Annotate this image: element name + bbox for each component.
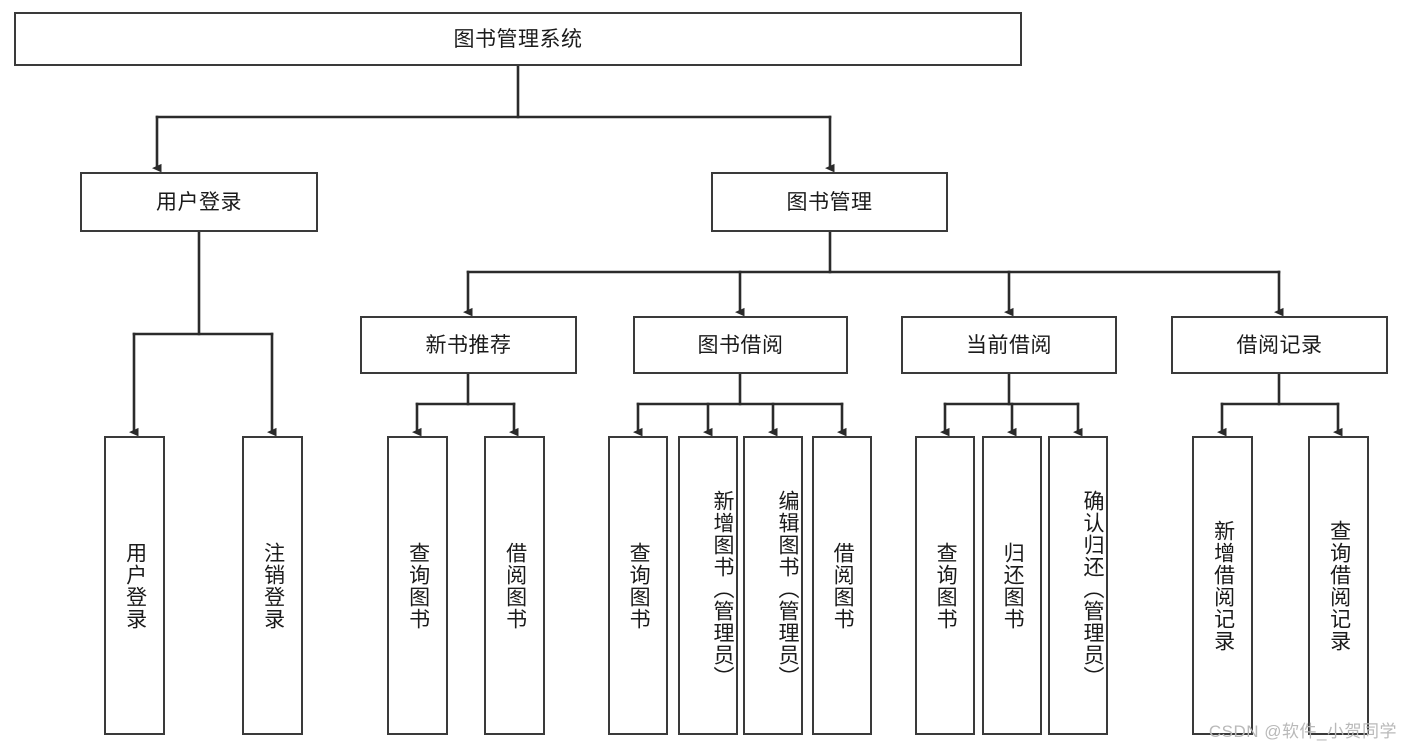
leaf-current-borrow-query[interactable]: 查询图书 xyxy=(915,436,975,735)
node-borrow-record[interactable]: 借阅记录 xyxy=(1171,316,1388,374)
leaf-borrow-record-query[interactable]: 查询借阅记录 xyxy=(1308,436,1369,735)
leaf-book-borrow-add[interactable]: 新增图书（管理员） xyxy=(678,436,738,735)
leaf-book-borrow-borrow[interactable]: 借阅图书 xyxy=(812,436,872,735)
leaf-book-borrow-edit[interactable]: 编辑图书（管理员） xyxy=(743,436,803,735)
leaf-new-book-borrow[interactable]: 借阅图书 xyxy=(484,436,545,735)
csdn-watermark: CSDN @软件_小贺同学 xyxy=(1208,722,1397,741)
leaf-user-login-logout[interactable]: 注销登录 xyxy=(242,436,303,735)
node-book-borrow[interactable]: 图书借阅 xyxy=(633,316,848,374)
node-current-borrow[interactable]: 当前借阅 xyxy=(901,316,1117,374)
leaf-borrow-record-add[interactable]: 新增借阅记录 xyxy=(1192,436,1253,735)
node-book-management[interactable]: 图书管理 xyxy=(711,172,948,232)
node-root[interactable]: 图书管理系统 xyxy=(14,12,1022,66)
leaf-new-book-query[interactable]: 查询图书 xyxy=(387,436,448,735)
leaf-book-borrow-query[interactable]: 查询图书 xyxy=(608,436,668,735)
leaf-user-login-login[interactable]: 用户登录 xyxy=(104,436,165,735)
node-user-login[interactable]: 用户登录 xyxy=(80,172,318,232)
node-new-book-recommend[interactable]: 新书推荐 xyxy=(360,316,577,374)
leaf-current-borrow-return[interactable]: 归还图书 xyxy=(982,436,1042,735)
leaf-current-borrow-confirm-return[interactable]: 确认归还（管理员） xyxy=(1048,436,1108,735)
